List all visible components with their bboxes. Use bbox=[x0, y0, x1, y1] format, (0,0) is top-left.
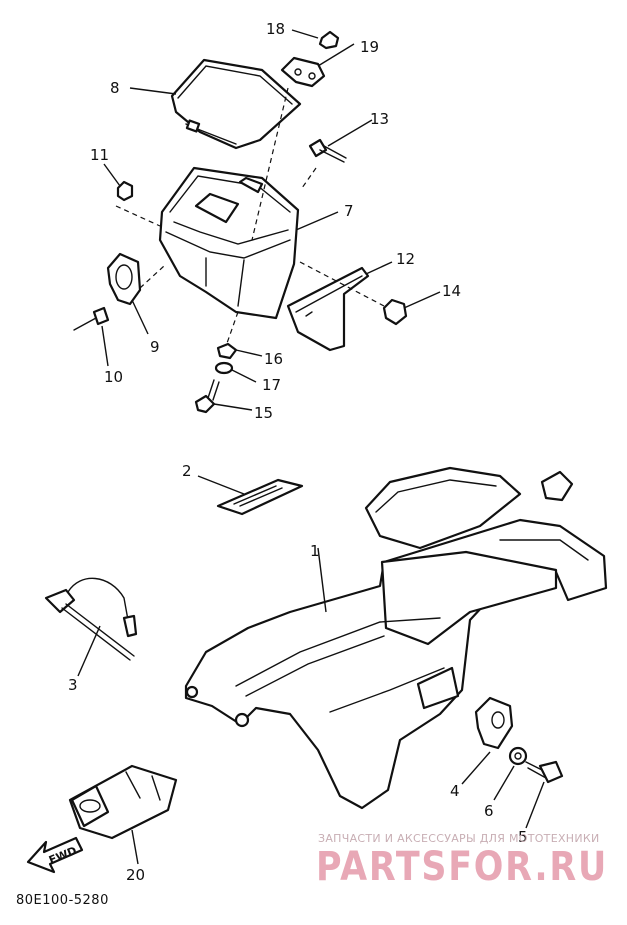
callout-17: 17 bbox=[262, 376, 281, 394]
callout-6: 6 bbox=[484, 802, 494, 820]
nut-16 bbox=[216, 342, 238, 360]
bolt-13 bbox=[308, 138, 347, 163]
callout-13: 13 bbox=[370, 110, 389, 128]
bolt-5 bbox=[525, 760, 564, 784]
rod-with-tether bbox=[44, 577, 138, 661]
callout-4: 4 bbox=[450, 782, 460, 800]
caution-label bbox=[216, 478, 304, 516]
battery-box bbox=[158, 166, 300, 320]
callout-7: 7 bbox=[344, 202, 354, 220]
callout-10: 10 bbox=[104, 368, 123, 386]
callout-12: 12 bbox=[396, 250, 415, 268]
battery-box-grommet bbox=[106, 252, 142, 306]
watermark-tagline: ЗАПЧАСТИ И АКСЕССУАРЫ ДЛЯ МОТОТЕХНИКИ bbox=[318, 832, 600, 845]
callout-19: 19 bbox=[360, 38, 379, 56]
forward-arrow: FWD bbox=[26, 836, 84, 874]
nut-18 bbox=[318, 30, 340, 50]
damper-4 bbox=[474, 696, 514, 750]
nut-14 bbox=[382, 298, 408, 326]
bracket-19 bbox=[280, 56, 326, 88]
callout-14: 14 bbox=[442, 282, 461, 300]
battery-cover bbox=[170, 58, 302, 150]
coupler-20 bbox=[68, 764, 178, 840]
callout-18: 18 bbox=[266, 20, 285, 38]
wire-harness-pin bbox=[73, 306, 110, 331]
callout-3: 3 bbox=[68, 676, 78, 694]
drawing-code: 80E100-5280 bbox=[16, 893, 109, 908]
callout-11: 11 bbox=[90, 146, 109, 164]
callout-15: 15 bbox=[254, 404, 273, 422]
battery-band bbox=[286, 266, 370, 352]
callout-8: 8 bbox=[110, 79, 120, 97]
nut-11 bbox=[116, 180, 134, 202]
callout-numbers: 1 2 3 4 5 6 7 8 9 10 11 12 13 14 15 16 1… bbox=[68, 20, 528, 884]
assembly-guide-lines bbox=[115, 87, 385, 347]
washer-17 bbox=[214, 361, 234, 375]
watermark-brand: PARTSFOR.RU bbox=[316, 844, 608, 890]
callout-1: 1 bbox=[310, 542, 320, 560]
callout-2: 2 bbox=[182, 462, 192, 480]
callout-9: 9 bbox=[150, 338, 160, 356]
callout-20: 20 bbox=[126, 866, 145, 884]
bolt-15 bbox=[194, 379, 220, 414]
leader-lines bbox=[77, 29, 545, 865]
callout-5: 5 bbox=[518, 828, 528, 846]
rear-fender bbox=[184, 466, 608, 810]
washer-6 bbox=[508, 746, 528, 766]
callout-16: 16 bbox=[264, 350, 283, 368]
watermark: ЗАПЧАСТИ И АКСЕССУАРЫ ДЛЯ МОТОТЕХНИКИ PA… bbox=[316, 832, 608, 890]
